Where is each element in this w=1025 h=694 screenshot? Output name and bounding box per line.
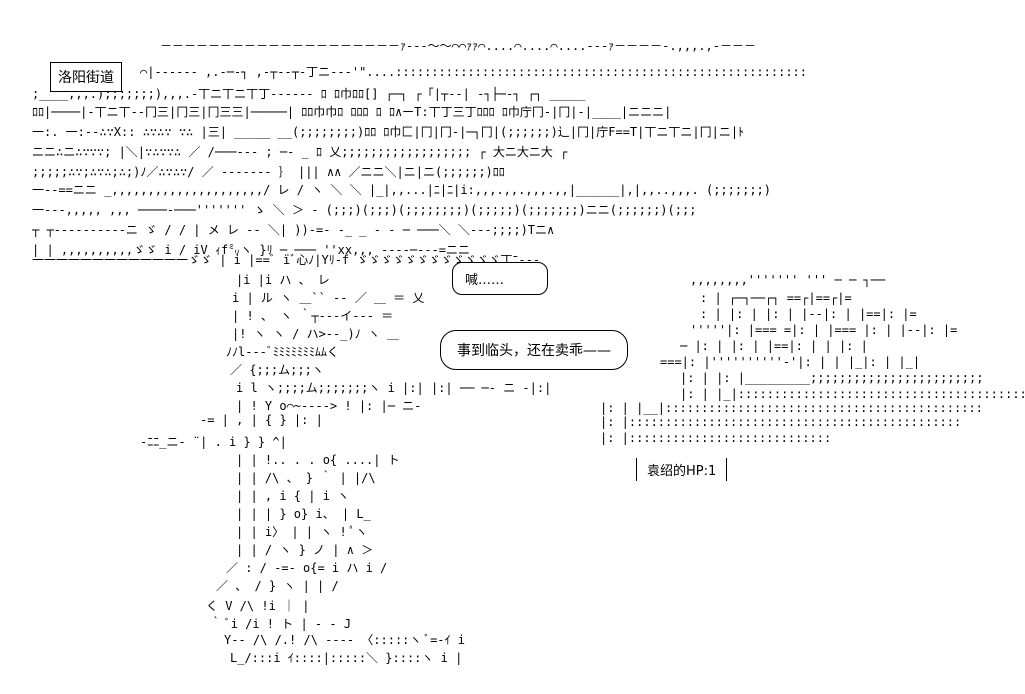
svg-text:く V /\: く V /\ !i ｜ | <box>206 599 309 613</box>
svg-text:: | ┌─┐──┌┐ ==┌|==┌|=: : | ┌─┐──┌┐ ==┌|==┌|= <box>700 291 852 305</box>
svg-text:／ 、 / }: ／ 、 / } ヽ | | / <box>216 579 339 593</box>
svg-text:一‐‐==ニニ _,,,,,,,,,,,,,,,,,,,: 一‐‐==ニニ _,,,,,,,,,,,,,,,,,,,,,/ レ / ヽ ＼ … <box>32 183 771 197</box>
svg-text:－－－－－－－－－－－－－－－－－－－－ｧ---～～⌒⌒ｧｧ: －－－－－－－－－－－－－－－－－－－－ｧ---～～⌒⌒ｧｧ⌒....⌒....… <box>160 39 756 53</box>
svg-text:'''''|: |=== =|: | |=== |: | |: '''''|: |=== =|: | |=== |: | |‐‐|: |= <box>690 323 957 337</box>
svg-text:ﾛﾛ|────|‐丅ニ丅‐‐冂三|冂三|冂三三|─────|: ﾛﾛ|────|‐丅ニ丅‐‐冂三|冂三|冂三三|─────| ﾛﾛ巾巾ﾛ ﾛﾛﾛ… <box>32 105 671 119</box>
svg-text:|: |::::::::::::::::::::::::::: |: |::::::::::::::::::::::::::::::::::::… <box>600 415 961 429</box>
figures-foreground: |i |i ハ 、 レ i | ル ヽ ＿`` ‐‐ ／ ＿ ＝ 乂 | ! 、… <box>140 273 551 665</box>
svg-text:i l ヽ;;;;ム;;;;;;;ヽ: i l ヽ;;;;ム;;;;;;;ヽ i |:| |:| ── ─‐ ニ ‐|:… <box>236 381 551 395</box>
svg-text:一:. 一:‐‐∴∵X:: ∴∵∴∵ ∵∴ |三| ___: 一:. 一:‐‐∴∵X:: ∴∵∴∵ ∵∴ |三| _____ __(;;;;;… <box>32 125 744 139</box>
place-sign: 洛阳街道 <box>50 62 122 92</box>
svg-text:;;;;;∴∵;∴∵∴;∴;)ﾉ／∴∵∴∵/ ／ ‐‐‐‐-: ;;;;;∴∵;∴∵∴;∴;)ﾉ／∴∵∴∵/ ／ ‐‐‐‐--- ｝ ||| ∧… <box>32 165 505 179</box>
svg-text:|! ヽ ヽ / ハ>-‐_)ﾉ ヽ ＿: |! ヽ ヽ / ハ>-‐_)ﾉ ヽ ＿ <box>232 327 399 341</box>
speech-bubble-main: 事到临头，还在卖乖—— <box>440 330 628 370</box>
svg-text:|: |::::::::::::::::::::::::::: |: |:::::::::::::::::::::::::::: <box>600 431 831 445</box>
svg-text:一一一一一一一一一一一一一ゞゞ | i |==ﾞ: 一一一一一一一一一一一一一ゞゞ | i |==ﾞ ïﾞ心ﾉ|Yﾘ‐f ゞゞゞゞゞ… <box>32 253 540 267</box>
svg-text:─ |: | |: | |==|: | | |: |: ─ |: | |: | |==|: | | |: | <box>679 339 868 353</box>
svg-text:===|: |''''''''''-'|: | | |_|: ===|: |''''''''''-'|: | | |_|: | |_| <box>660 355 920 369</box>
svg-text:| ! 、 ヽ ｀┬‐‐‐イ‐‐‐ ＝: | ! 、 ヽ ｀┬‐‐‐イ‐‐‐ ＝ <box>232 307 393 323</box>
svg-text:: | |: | |: | |‐‐|: | |==|:: : | |: | |: | |‐‐|: | |==|: |= <box>700 307 917 321</box>
svg-text:ﾉﾉl‐‐‐ﾞﾐﾐﾐﾐﾐﾐﾐﾑﾑく: ﾉﾉl‐‐‐ﾞﾐﾐﾐﾐﾐﾐﾐﾑﾑく <box>226 345 339 359</box>
svg-text:L_/:::i ｲ::::|:::::＼: L_/:::i ｲ::::|:::::＼ }::::ヽ i | <box>230 651 462 665</box>
svg-text:|i |i ハ 、 レ: |i |i ハ 、 レ <box>236 273 330 287</box>
svg-text:／ {;;;ム;;;ヽ: ／ {;;;ム;;;ヽ <box>230 363 324 377</box>
svg-text:‐= | , | {: ‐= | , | { } |: | <box>200 413 323 427</box>
svg-text:一‐‐‐,,,,, ,,, ────‐───'''''': 一‐‐‐,,,,, ,,, ────‐───''''''' ゝ ＼ ＞ ‐ (;… <box>32 203 696 217</box>
svg-text:| ! Y o⌒~‐‐‐‐> !: | ! Y o⌒~‐‐‐‐> ! |: |─ ニ‐ <box>236 399 421 413</box>
svg-text:| | , i {: | | , i { | i ヽ <box>236 489 349 503</box>
buildings-right: ,,,,,,,,''''''' ''' ─ ─ ┐── : | ┌─┐──┌┐ … <box>600 273 1025 445</box>
svg-text:-ﾆﾆ_ニ‐ ¨| . i: -ﾆﾆ_ニ‐ ¨| . i } } ^| <box>140 435 287 449</box>
svg-text:,,,,,,,,''''''' ''' ─ ─ ┐──: ,,,,,,,,''''''' ''' ─ ─ ┐── <box>690 273 886 287</box>
city-background: －－－－－－－－－－－－－－－－－－－－ｧ---～～⌒⌒ｧｧ⌒....⌒....… <box>31 39 807 267</box>
svg-text:┬ ┬-‐‐‐‐‐‐‐‐‐ニ ゞ / / | メ レ: ┬ ┬-‐‐‐‐‐‐‐‐‐ニ ゞ / / | メ レ -- ＼| ))‐=‐ -… <box>31 223 554 237</box>
svg-text:;____,,,.);;;;;;;),,,.-丅ニ丅ニ丅丁‐: ;____,,,.);;;;;;;),,,.-丅ニ丅ニ丅丁‐‐‐‐‐‐ ﾛ ﾛ巾… <box>32 86 586 101</box>
speech-bubble-small: 喊…… <box>452 262 548 295</box>
svg-text:|: | |: |_________;;;;;;;: |: | |: |_________;;;;;;;;;;;;;;;;;;;;;;… <box>680 371 983 385</box>
svg-text:| | i〉 |: | | i〉 | | ヽ ! ﾟヽ <box>236 525 367 539</box>
svg-text:｀ ﾞi /i !: ｀ ﾞi /i ! ト | ‐ ‐ J <box>210 615 351 631</box>
svg-text:⌒|---‐‐‐ ,.‐─‐┐ ,‐┬‐‐┬‐丁ニ‐‐-'": ⌒|---‐‐‐ ,.‐─‐┐ ,‐┬‐‐┬‐丁ニ‐‐-'"....::::::… <box>140 65 807 79</box>
svg-text:| | / ヽ } ノ: | | / ヽ } ノ | ∧ ＞ <box>236 543 373 557</box>
svg-text:| | !.. . . o{: | | !.. . . o{ ....| ト <box>236 453 400 467</box>
svg-text:／ : / ‐=‐ o{=: ／ : / ‐=‐ o{= i ハ i / <box>226 561 387 575</box>
svg-text:| | | } o}: | | | } o} i、 | L_ <box>236 507 372 521</box>
svg-text:ニニ∴ニ∴∵∵∵; |＼|∵∴∵∵∴ ／ /───‐‐: ニニ∴ニ∴∵∵∵; |＼|∵∴∵∵∴ ／ /───‐‐‐ ; ─‐ _ ﾛ 乂;… <box>32 145 568 159</box>
svg-text:|: | |__|::::::::::::::::::::: |: | |__|:::::::::::::::::::::::::::::::… <box>600 401 983 415</box>
svg-text:i | ル ヽ ＿`` ‐‐ ／ ＿ ＝ 乂: i | ル ヽ ＿`` ‐‐ ／ ＿ ＝ 乂 <box>232 291 424 305</box>
svg-text:Y‐‐ /\ /.! /\: Y‐‐ /\ /.! /\ ‐‐‐‐ 〈:::::ヽ ﾞ=‐ｲ i <box>224 633 465 647</box>
svg-text:|: | |_|:::::::::::::::::: |: | |_|::::::::::::::::::::::::::::::::… <box>680 387 1025 401</box>
svg-text:| | /\ 、 } ｀: | | /\ 、 } ｀ | |/\ <box>236 469 376 485</box>
svg-text:| | ,,,,,,,,,,ゞゞ i /: | | ,,,,,,,,,,ゞゞ i / iV ｨf㍉ヽ }ﾘ ─ ─── ''… <box>32 243 470 257</box>
hp-label: 袁绍的HP:1 <box>636 458 728 481</box>
